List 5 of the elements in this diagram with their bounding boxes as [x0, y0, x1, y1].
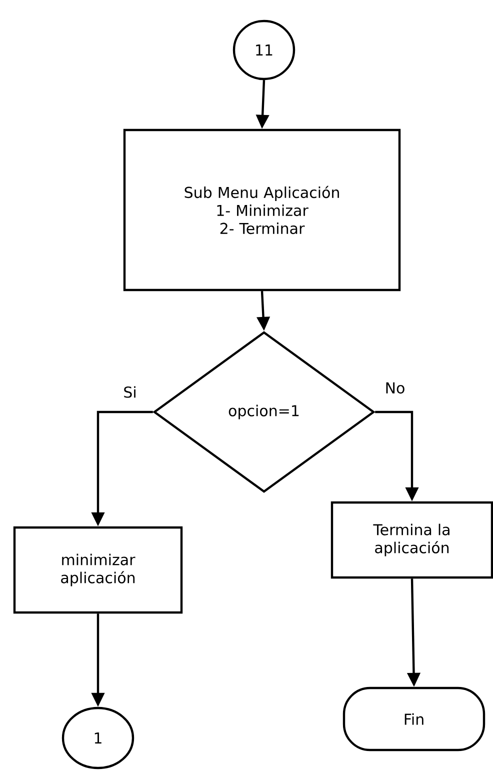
process-box: Sub Menu Aplicación 1- Minimizar 2- Terminar	[123, 128, 401, 292]
edge-label: No	[384, 381, 406, 395]
process-box: minimizar aplicación	[13, 526, 183, 614]
edge-label: Si	[122, 385, 138, 399]
process-box: Termina la aplicación	[330, 501, 493, 579]
